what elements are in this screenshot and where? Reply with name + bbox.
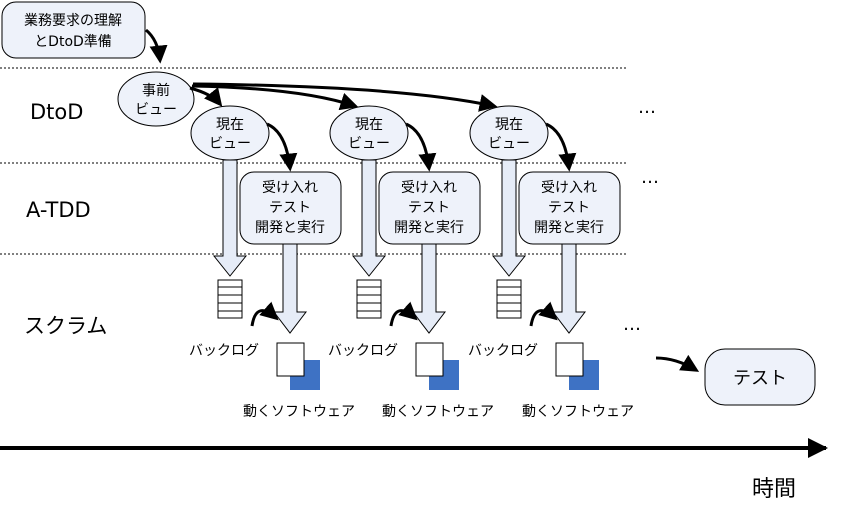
test-box: テスト (704, 348, 816, 406)
atdd-line1: 受け入れ (262, 180, 318, 196)
atdd-line2: テスト (408, 200, 450, 216)
arrow-backlog-loop (529, 301, 558, 327)
working-software-doc-icon (415, 342, 459, 390)
atdd-line2: テスト (548, 200, 590, 216)
atdd-line3: 開発と実行 (255, 220, 325, 236)
backlog-label: バックログ (189, 343, 259, 359)
arrow-view-to-atdd (545, 122, 577, 172)
working-software-doc-icon (555, 342, 599, 390)
ellipsis-dtod: … (638, 97, 656, 118)
arrow-backlog-loop (250, 301, 279, 327)
block-arrow-atdd-to-software (411, 243, 447, 334)
iteration-2: 現在 ビュー 受け入れ テスト 開発と実行 バックログ 動くソフトウェア (328, 105, 494, 420)
block-arrow-view-to-backlog (212, 159, 248, 277)
atdd-line3: 開発と実行 (534, 220, 604, 236)
ellipsis-scrum: … (623, 314, 641, 335)
start-box-line1: 業務要求の理解 (24, 13, 122, 29)
start-box-line2: とDtoD準備 (34, 34, 112, 50)
current-view-line2: ビュー (488, 136, 530, 152)
software-label: 動くソフトウェア (382, 404, 494, 420)
atdd-line1: 受け入れ (541, 180, 597, 196)
current-view-line1: 現在 (495, 117, 523, 133)
test-box-label: テスト (733, 368, 787, 389)
start-box: 業務要求の理解 とDtoD準備 (1, 1, 146, 59)
backlog-label: バックログ (468, 343, 538, 359)
arrow-start-to-preview (144, 28, 168, 64)
arrow-view-to-atdd (405, 122, 437, 172)
pre-view-line2: ビュー (135, 102, 177, 118)
block-arrow-atdd-to-software (272, 243, 308, 334)
current-view-line1: 現在 (355, 117, 383, 133)
lane-label-scrum: スクラム (24, 314, 107, 338)
software-label: 動くソフトウェア (243, 404, 355, 420)
lane-label-dtod: DtoD (30, 100, 83, 124)
block-arrow-view-to-backlog (491, 159, 527, 277)
current-view-node: 現在 ビュー (329, 105, 409, 161)
pre-view-node: 事前 ビュー (117, 71, 195, 127)
arrow-preview-to-view-1 (189, 86, 223, 107)
iteration-3: 現在 ビュー 受け入れ テスト 開発と実行 バックログ 動くソフトウェア (468, 105, 634, 420)
atdd-line1: 受け入れ (401, 180, 457, 196)
current-view-node: 現在 ビュー (469, 105, 549, 161)
arrow-view-to-atdd (266, 122, 298, 172)
backlog-label: バックログ (328, 343, 398, 359)
current-view-line1: 現在 (216, 117, 244, 133)
iteration-1: 現在 ビュー 受け入れ テスト 開発と実行 バックログ 動くソフトウェア (189, 105, 355, 420)
atdd-line2: テスト (269, 200, 311, 216)
current-view-line2: ビュー (348, 136, 390, 152)
ellipsis-atdd: … (641, 167, 659, 188)
atdd-line3: 開発と実行 (394, 220, 464, 236)
arrow-to-test (655, 354, 700, 372)
backlog-stack-icon (217, 279, 243, 319)
current-view-line2: ビュー (209, 136, 251, 152)
block-arrow-view-to-backlog (351, 159, 387, 277)
backlog-stack-icon (496, 279, 522, 319)
pre-view-line1: 事前 (142, 82, 170, 99)
software-label: 動くソフトウェア (522, 404, 634, 420)
arrow-preview-to-view-3 (192, 82, 498, 112)
time-axis-label: 時間 (752, 477, 796, 502)
backlog-stack-icon (356, 279, 382, 319)
atdd-box: 受け入れ テスト 開発と実行 (239, 171, 342, 245)
atdd-box: 受け入れ テスト 開発と実行 (378, 171, 481, 245)
working-software-doc-icon (276, 342, 320, 390)
lane-label-atdd: A-TDD (26, 198, 91, 222)
arrow-backlog-loop (389, 301, 418, 327)
arrow-preview-to-view-2 (191, 84, 359, 111)
atdd-box: 受け入れ テスト 開発と実行 (518, 171, 621, 245)
block-arrow-atdd-to-software (551, 243, 587, 334)
current-view-node: 現在 ビュー (190, 105, 270, 161)
